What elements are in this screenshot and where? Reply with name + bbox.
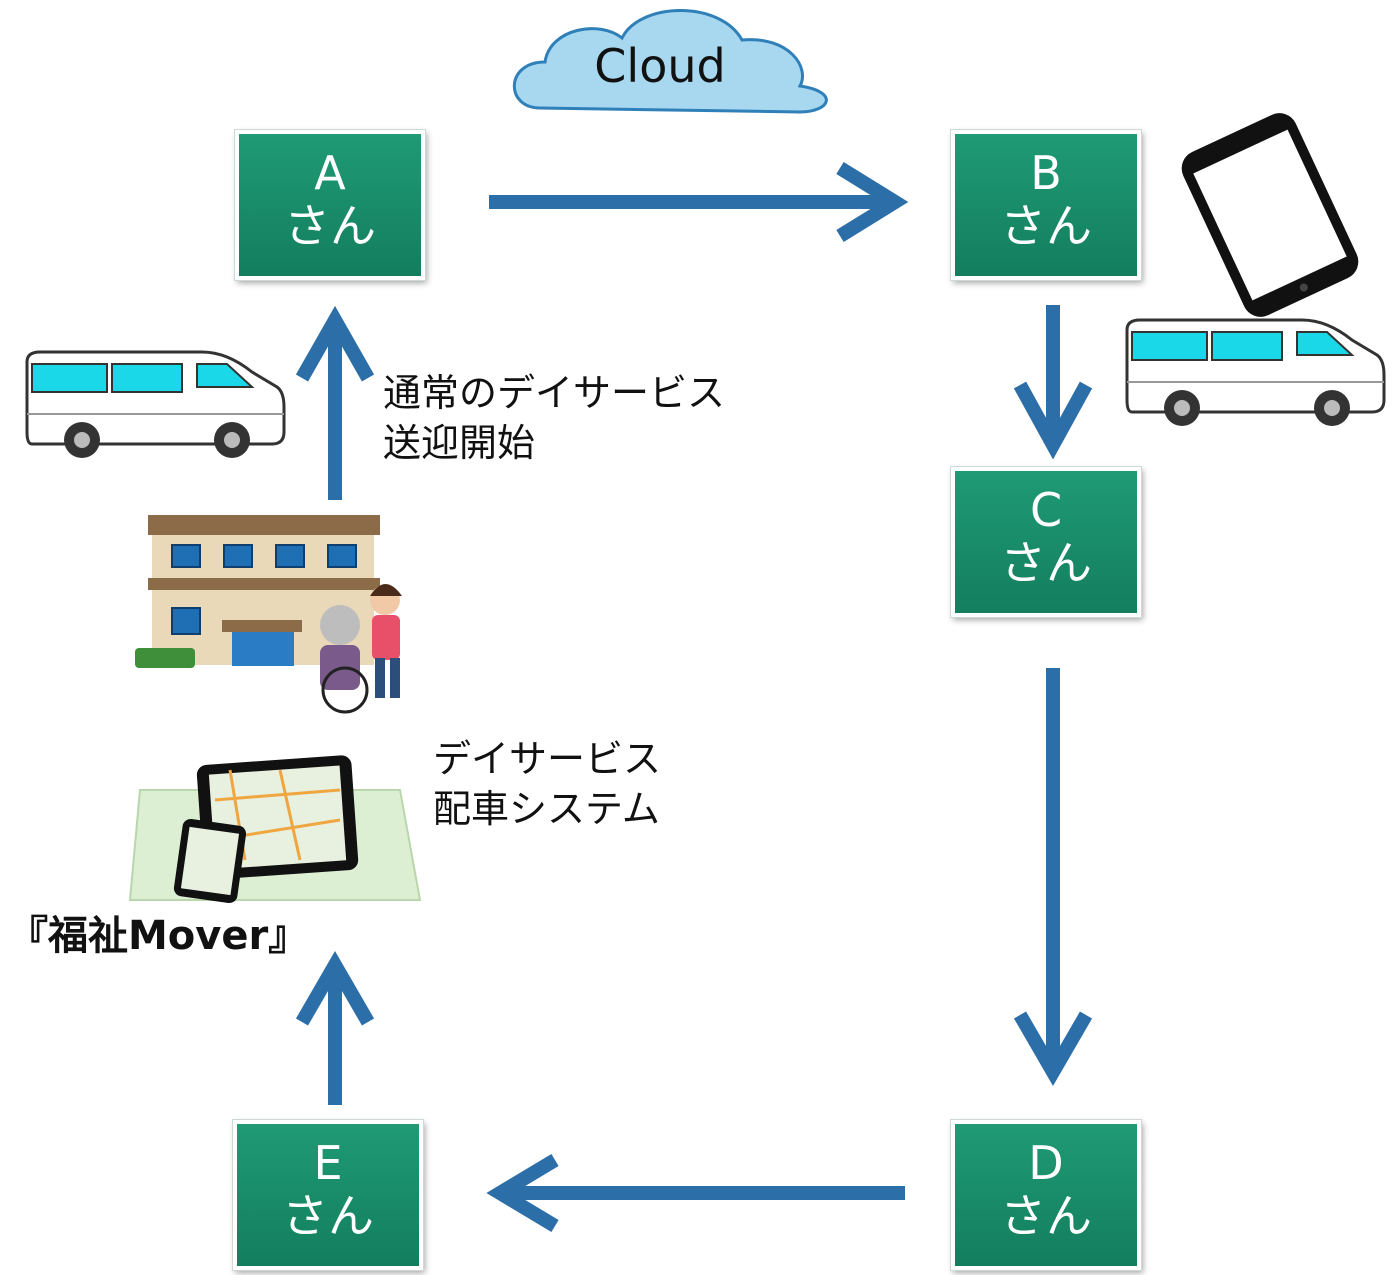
person-node-b: B さん	[951, 130, 1141, 280]
tablet-map-icon	[128, 755, 422, 904]
node-letter: B	[1030, 146, 1062, 200]
arrow-a-to-b	[489, 162, 909, 242]
person-node-a: A さん	[235, 130, 425, 280]
arrow-facility-to-a	[295, 305, 375, 500]
node-suffix: さん	[284, 199, 376, 253]
dispatch-label: デイサービス 配車システム	[433, 734, 661, 834]
system-name: 『福祉Mover』	[8, 913, 309, 959]
arrow-e-to-system	[295, 951, 375, 1105]
node-letter: C	[1029, 483, 1063, 537]
dispatch-label-line2: 配車システム	[433, 787, 660, 831]
node-letter: A	[314, 146, 346, 200]
care-facility-icon	[135, 515, 402, 714]
pickup-label-line1: 通常のデイサービス	[383, 371, 726, 415]
node-suffix: さん	[1000, 199, 1092, 253]
cloud-icon	[512, 9, 828, 114]
node-letter: E	[313, 1136, 343, 1190]
pickup-label-line2: 送迎開始	[383, 421, 536, 465]
arrow-b-to-c	[1013, 305, 1093, 460]
dispatch-label-line1: デイサービス	[433, 737, 662, 781]
person-node-e: E さん	[233, 1120, 423, 1270]
person-node-c: C さん	[951, 467, 1141, 617]
node-suffix: さん	[1000, 1189, 1092, 1243]
smartphone-icon	[1181, 113, 1359, 317]
node-suffix: さん	[1000, 536, 1092, 590]
node-letter: D	[1028, 1136, 1064, 1190]
arrow-c-to-d	[1013, 668, 1093, 1086]
van-icon	[25, 350, 286, 458]
cloud-label: Cloud	[594, 39, 726, 93]
pickup-label: 通常のデイサービス 送迎開始	[383, 368, 725, 468]
arrow-d-to-e	[486, 1153, 905, 1233]
node-suffix: さん	[282, 1189, 374, 1243]
person-node-d: D さん	[951, 1120, 1141, 1270]
van-icon	[1125, 318, 1386, 426]
